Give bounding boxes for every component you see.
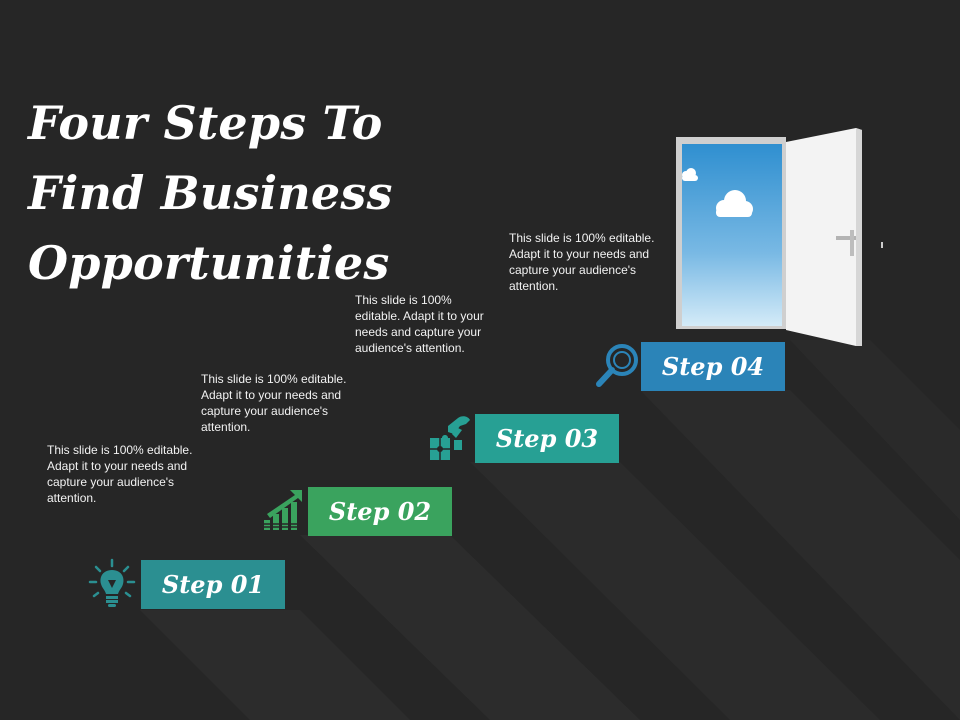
title-line: Opportunities: [28, 236, 390, 290]
title-line: Four Steps To: [28, 96, 383, 150]
step-04-description: This slide is 100% editable. Adapt it to…: [509, 231, 655, 293]
step-01-description: This slide is 100% editable. Adapt it to…: [47, 443, 193, 505]
step-01-label: Step 01: [161, 570, 265, 599]
title-line: Find Business: [28, 166, 393, 220]
growth-chart-icon: [264, 490, 302, 530]
step-04-box: Step 04: [641, 342, 785, 391]
step-01-box: Step 01: [141, 560, 285, 609]
step-02-label: Step 02: [328, 497, 432, 526]
magnifier-icon: [596, 344, 638, 387]
step-04-label: Step 04: [661, 352, 765, 381]
step-02-description: This slide is 100% editable. Adapt it to…: [201, 372, 347, 434]
page-title: Four Steps To Find Business Opportunitie…: [28, 88, 448, 298]
step-02-box: Step 02: [308, 487, 452, 536]
puzzle-hand-icon: [430, 416, 470, 460]
lightbulb-icon: [88, 558, 136, 607]
step-03-box: Step 03: [475, 414, 619, 463]
step-03-label: Step 03: [495, 424, 599, 453]
step-03-description: This slide is 100% editable. Adapt it to…: [355, 293, 484, 355]
open-door-icon: [676, 128, 883, 346]
